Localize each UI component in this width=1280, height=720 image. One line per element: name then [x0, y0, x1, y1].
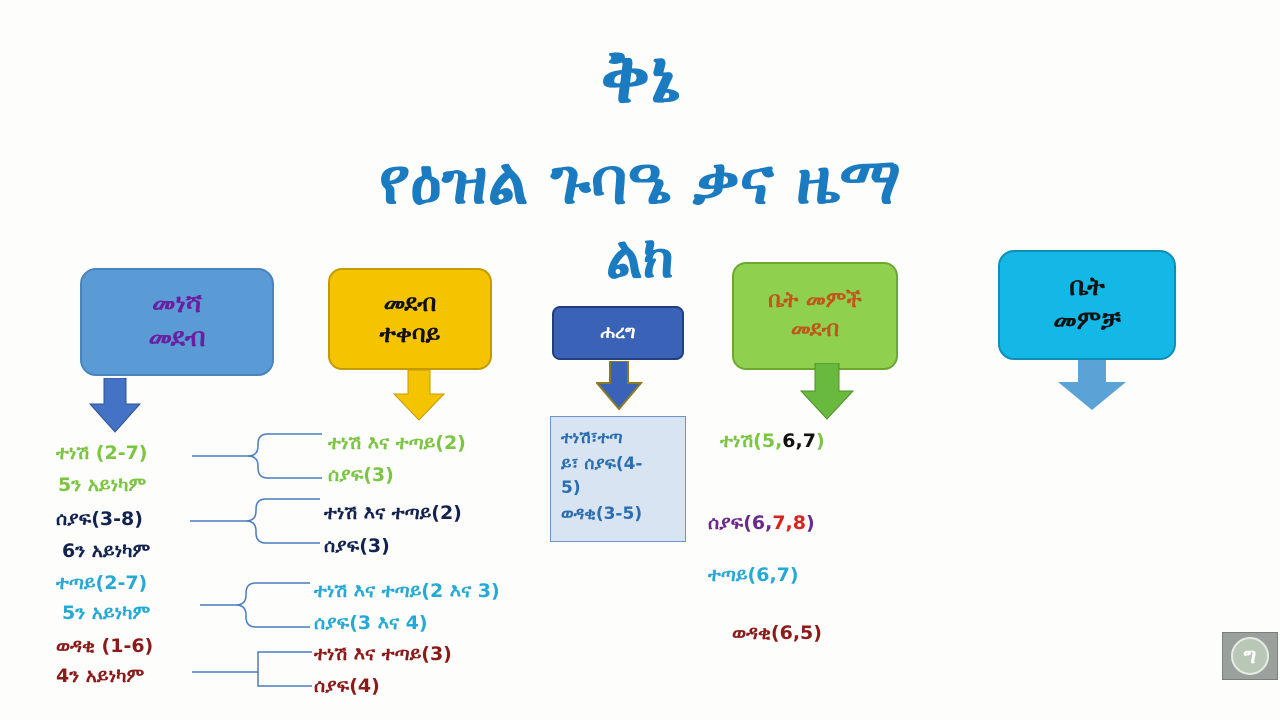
col4-tetay: ተጣይ(6,7): [708, 564, 799, 586]
col2-green-1: ተነሽ እና ተጣይ(2): [328, 432, 466, 454]
box-menesha-line2: መደብ: [148, 323, 206, 353]
hareg-line-2: ይ፣ ሰያፍ(4-: [561, 454, 643, 474]
hareg-line-3: 5): [561, 478, 581, 498]
box-bet-memecha: ቤት መምቻ: [998, 250, 1176, 360]
col4-tenesh-nums: 6,7: [782, 430, 816, 452]
box-menesha-medeb: መነሻ መደብ: [80, 268, 274, 376]
col4-tenesh: ተነሽ(5,6,7): [720, 432, 825, 451]
col1-wedaki-note: 4ን አይነካም: [56, 665, 145, 687]
box-medeb-teqebay: መደብ ተቀባይ: [328, 268, 492, 370]
col4-seyaf-close: ): [805, 512, 815, 534]
box-hareg-label: ሐረግ: [600, 322, 636, 344]
down-arrow-navy: [596, 361, 644, 411]
box-bet-memech-medeb: ቤት መምች መደብ: [732, 262, 898, 370]
col1-tenesh: ተነሽ (2-7): [56, 442, 148, 464]
down-arrow-green: [799, 363, 855, 420]
box-bet-memecha-line2: መምቻ: [1053, 306, 1121, 336]
col2-green-2: ሰያፍ(3): [328, 464, 394, 486]
down-arrow-light-blue: [1058, 360, 1126, 410]
subtitle-line-2: ልክ: [605, 223, 675, 291]
col2-maroon-2: ሰያፍ(4): [314, 675, 380, 697]
col4-wedaki: ወዳቂ(6,5): [732, 622, 822, 644]
col4-seyaf: ሰያፍ(6,7,8): [708, 514, 815, 533]
box-medeb-line2: ተቀባይ: [379, 320, 441, 348]
col2-maroon-1: ተነሽ እና ተጣይ(3): [314, 643, 452, 665]
down-arrow-blue: [88, 378, 142, 433]
col4-seyaf-nums: 7,8: [772, 512, 806, 534]
box-menesha-line1: መነሻ: [151, 289, 203, 320]
main-title: ቅኔ: [600, 34, 680, 120]
down-arrow-yellow: [393, 370, 446, 421]
box-hareg: ሐረግ: [552, 306, 684, 360]
subtitle-line-1: የዕዝል ጉባዔ ቃና ዜማ: [378, 145, 902, 219]
col2-cyan-1: ተነሽ እና ተጣይ(2 እና 3): [314, 580, 500, 602]
col2-cyan-2: ሰያፍ(3 እና 4): [314, 612, 428, 634]
hareg-line-4: ወዳቂ(3-5): [561, 504, 643, 524]
col1-tenesh-note: 5ን አይነካም: [58, 474, 147, 496]
col1-seyaf: ሰያፍ(3-8): [56, 508, 143, 530]
col1-seyaf-note: 6ን አይነካም: [62, 540, 151, 562]
logo-glyph: ግ: [1231, 637, 1269, 675]
col4-tenesh-close: ): [815, 430, 825, 452]
box-bet-memecha-line1: ቤት: [1069, 272, 1105, 303]
hareg-line-1: ተነሽ፣ተጣ: [561, 428, 623, 448]
col1-wedaki: ወዳቂ (1-6): [56, 635, 154, 657]
col1-tetay: ተጣይ(2-7): [56, 572, 148, 594]
col2-navy-1: ተነሽ እና ተጣይ(2): [324, 502, 462, 524]
hareg-text-box: ተነሽ፣ተጣ ይ፣ ሰያፍ(4- 5) ወዳቂ(3-5): [550, 416, 686, 542]
box-bet-memech-line2: መደብ: [790, 317, 840, 342]
corner-logo: ግ: [1222, 632, 1278, 680]
col4-tenesh-label: ተነሽ(5,: [720, 430, 783, 452]
col4-seyaf-label: ሰያፍ(6,: [708, 512, 773, 534]
col2-navy-2: ሰያፍ(3): [324, 535, 390, 557]
col1-tetay-note: 5ን አይነካም: [62, 602, 151, 624]
box-medeb-line1: መደብ: [383, 288, 437, 317]
box-bet-memech-line1: ቤት መምች: [768, 288, 862, 314]
